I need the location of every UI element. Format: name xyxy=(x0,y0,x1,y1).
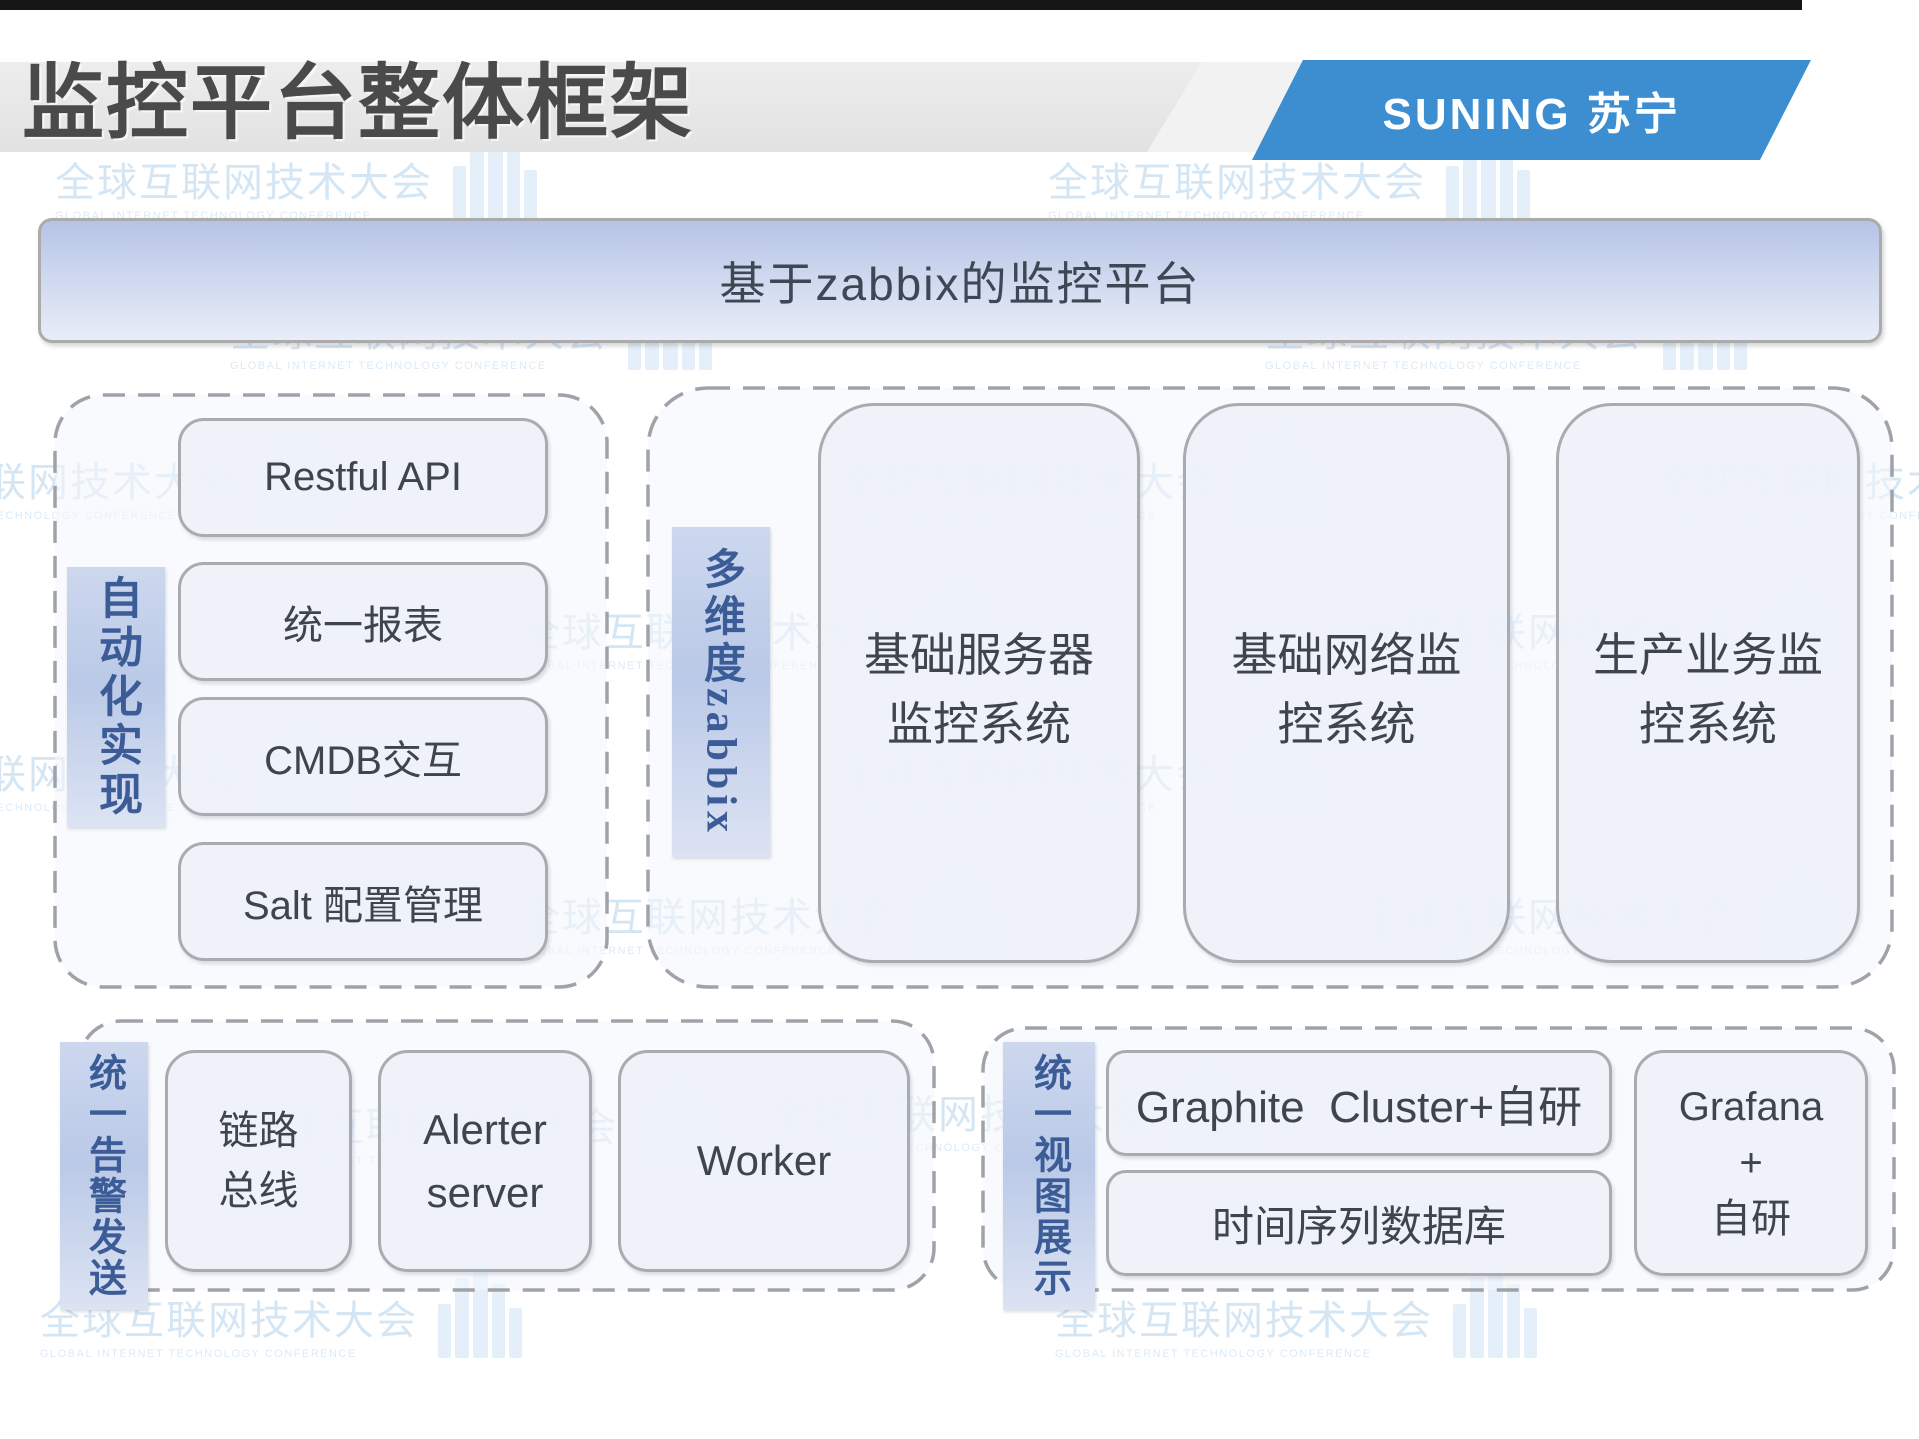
title-band xyxy=(0,62,1202,152)
watermark: 全球互联网技术大会 GLOBAL INTERNET TECHNOLOGY CON… xyxy=(55,124,537,222)
alerting-item: 链路 总线 xyxy=(165,1050,352,1272)
suning-logo-text: SUNING 苏宁 xyxy=(1382,90,1681,139)
watermark: 全球互联网技术大会 GLOBAL INTERNET TECHNOLOGY CON… xyxy=(1048,124,1530,222)
view-item: Graphite Cluster+自研 xyxy=(1106,1050,1612,1156)
monitor-system-box: 基础网络监 控系统 xyxy=(1183,403,1510,963)
top-black-bar xyxy=(0,0,1802,10)
zabbix-group-label: 多维度zabbix xyxy=(672,527,770,857)
watermark: 全球互联网技术大会 GLOBAL INTERNET TECHNOLOGY CON… xyxy=(1055,1262,1537,1360)
automation-group-border xyxy=(53,393,609,989)
monitor-system-box: 生产业务监 控系统 xyxy=(1556,403,1860,963)
view-group-label: 统一视图展示 xyxy=(1003,1042,1095,1310)
alerting-group-label: 统一告警发送 xyxy=(60,1042,148,1310)
view-item: Grafana + 自研 xyxy=(1634,1050,1868,1276)
watermark-text: 全球互联网技术大会 GLOBAL INTERNET TECHNOLOGY CON… xyxy=(1048,150,1426,222)
automation-item: Restful API xyxy=(178,418,548,537)
monitor-system-box: 基础服务器 监控系统 xyxy=(818,403,1140,963)
watermark-en-text: GLOBAL INTERNET TECHNOLOGY CONFERENCE xyxy=(1265,360,1582,372)
automation-item: 统一报表 xyxy=(178,562,548,681)
watermark-en-text: GLOBAL INTERNET TECHNOLOGY CONFERENCE xyxy=(230,360,547,372)
watermark-text: 全球互联网技术大会 GLOBAL INTERNET TECHNOLOGY CON… xyxy=(55,150,433,222)
watermark-cn-text: 全球互联网技术大会 xyxy=(1055,1299,1433,1343)
watermark-en-text: GLOBAL INTERNET TECHNOLOGY CONFERENCE xyxy=(40,1348,357,1360)
watermark-en-text: GLOBAL INTERNET TECHNOLOGY CONFERENCE xyxy=(1055,1348,1372,1360)
alerting-item: Worker xyxy=(618,1050,910,1272)
watermark-text: 全球互联网技术大会 GLOBAL INTERNET TECHNOLOGY CON… xyxy=(1055,1288,1433,1360)
alerting-item: Alerter server xyxy=(378,1050,592,1272)
automation-item: Salt 配置管理 xyxy=(178,842,548,961)
suning-logo: SUNING 苏宁 xyxy=(1252,60,1811,160)
page-title: 监控平台整体框架 xyxy=(22,58,695,149)
watermark-cn-text: 全球互联网技术大会 xyxy=(55,161,433,205)
automation-group-label: 自动化实现 xyxy=(67,567,165,827)
platform-banner: 基于zabbix的监控平台 xyxy=(38,218,1882,343)
view-item: 时间序列数据库 xyxy=(1106,1170,1612,1276)
automation-item: CMDB交互 xyxy=(178,697,548,816)
